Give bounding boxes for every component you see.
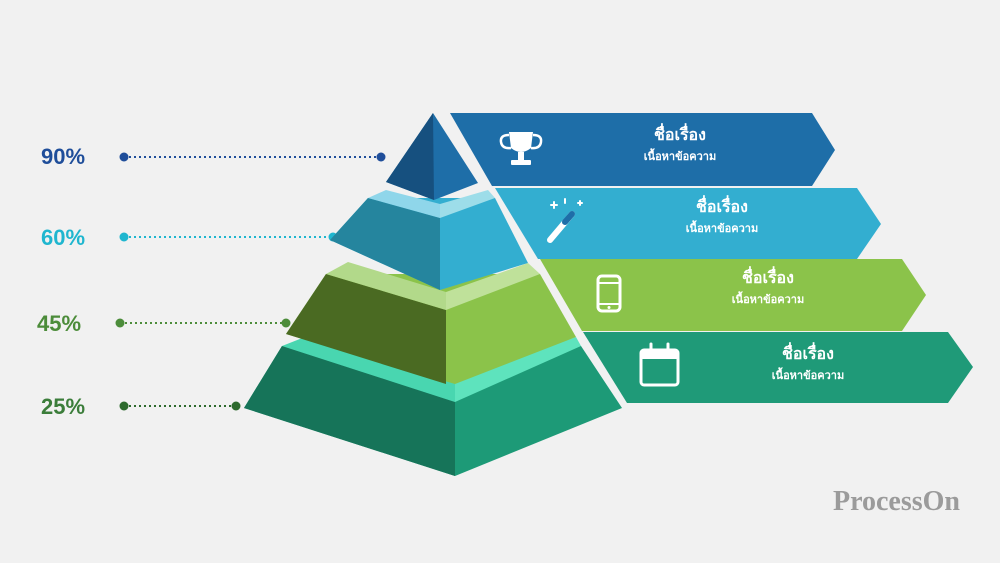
banner-title-4: ชื่อเรื่อง: [782, 344, 834, 363]
banner-1: [450, 113, 835, 186]
percent-label-2: 60%: [40, 225, 86, 250]
banner-4: [583, 332, 973, 403]
pyramid: [244, 113, 622, 476]
pyramid-level-1: [386, 113, 478, 200]
banner-text-3: ชื่อเรื่อง เนื้อหาข้อความ: [688, 267, 848, 308]
percent-label-4: 25%: [40, 394, 86, 419]
magic-wand-icon: [547, 198, 583, 243]
connector-line-4: [119, 401, 241, 411]
banner-subtitle-1: เนื้อหาข้อความ: [643, 150, 717, 163]
connector-line-2: [119, 232, 338, 242]
calendar-icon: [639, 342, 680, 387]
connector-line-1: [119, 152, 386, 162]
banner-title-2: ชื่อเรื่อง: [696, 197, 748, 216]
percent-label-1: 90%: [40, 144, 86, 169]
watermark-logo: ProcessOn: [832, 486, 960, 517]
banner-title-3: ชื่อเรื่อง: [742, 268, 794, 287]
banners: [450, 113, 973, 403]
percent-label-3: 45%: [36, 311, 82, 336]
banner-subtitle-4: เนื้อหาข้อความ: [771, 369, 845, 382]
banner-text-4: ชื่อเรื่อง เนื้อหาข้อความ: [728, 343, 888, 384]
banner-title-1: ชื่อเรื่อง: [654, 125, 706, 144]
banner-subtitle-2: เนื้อหาข้อความ: [685, 222, 759, 235]
pyramid-level-2: [330, 190, 528, 290]
banner-text-1: ชื่อเรื่อง เนื้อหาข้อความ: [600, 124, 760, 165]
banner-text-2: ชื่อเรื่อง เนื้อหาข้อความ: [642, 196, 802, 237]
banner-subtitle-3: เนื้อหาข้อความ: [731, 293, 805, 306]
connector-line-3: [115, 318, 291, 328]
pyramid-level-4: [244, 335, 622, 476]
banner-2: [495, 188, 881, 259]
trophy-icon: [499, 132, 543, 165]
pyramid-level-3: [286, 262, 576, 384]
banner-3: [540, 259, 926, 331]
smartphone-icon: [596, 274, 622, 313]
